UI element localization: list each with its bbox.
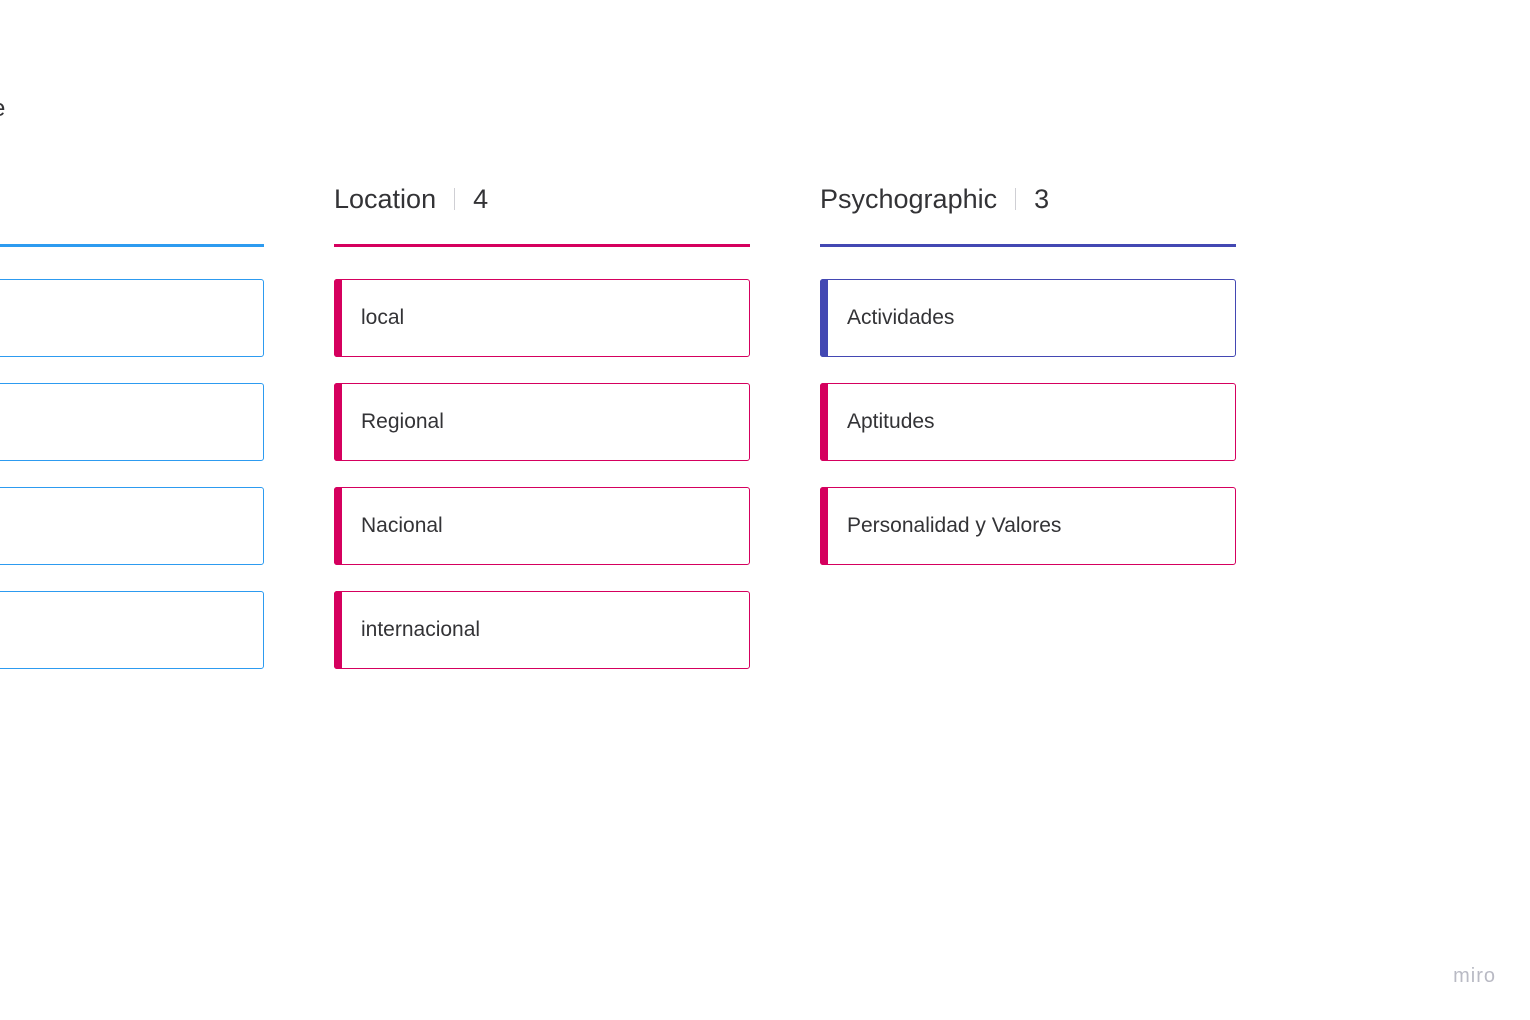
column-demographic: c 4 sexual l [0, 180, 264, 695]
card-color-stripe [820, 279, 828, 357]
column-separator [1015, 188, 1017, 210]
card-list: local Regional Nacional internacional [334, 279, 750, 669]
column-rule [0, 244, 264, 247]
card[interactable]: l [0, 591, 264, 669]
column-header: c 4 [0, 180, 264, 218]
column-rule [334, 244, 750, 247]
card-color-stripe [820, 487, 828, 565]
column-rule [820, 244, 1236, 247]
card[interactable]: local [334, 279, 750, 357]
card-color-stripe [820, 383, 828, 461]
card-color-stripe [334, 383, 342, 461]
card-list: sexual l [0, 279, 264, 669]
card-color-stripe [334, 487, 342, 565]
card[interactable]: Aptitudes [820, 383, 1236, 461]
card[interactable]: Regional [334, 383, 750, 461]
card-list: Actividades Aptitudes Personalidad y Val… [820, 279, 1236, 565]
card-label: Nacional [361, 514, 443, 537]
card-label: internacional [361, 618, 481, 641]
card[interactable]: Personalidad y Valores [820, 487, 1236, 565]
card[interactable] [0, 279, 264, 357]
card-label: Actividades [847, 306, 955, 329]
column-count: 4 [473, 183, 489, 214]
card[interactable]: Actividades [820, 279, 1236, 357]
card-color-stripe [334, 591, 342, 669]
column-location: Location 4 local Regional Nacional inter… [334, 180, 750, 695]
column-header: Psychographic 3 [820, 180, 1236, 218]
column-header: Location 4 [334, 180, 750, 218]
card-label: Personalidad y Valores [847, 514, 1062, 537]
column-name: Psychographic [820, 183, 998, 214]
column-separator [454, 188, 456, 210]
card-color-stripe [334, 279, 342, 357]
card-label: Regional [361, 410, 444, 433]
card-label: Aptitudes [847, 410, 935, 433]
board-title: e [0, 95, 5, 123]
card[interactable]: internacional [334, 591, 750, 669]
card[interactable]: sexual [0, 487, 264, 565]
card[interactable] [0, 383, 264, 461]
card[interactable]: Nacional [334, 487, 750, 565]
miro-logo: miro [1453, 965, 1496, 987]
column-psychographic: Psychographic 3 Actividades Aptitudes Pe… [820, 180, 1236, 591]
card-label: local [361, 306, 405, 329]
column-name: Location [334, 183, 437, 214]
column-count: 3 [1034, 183, 1050, 214]
